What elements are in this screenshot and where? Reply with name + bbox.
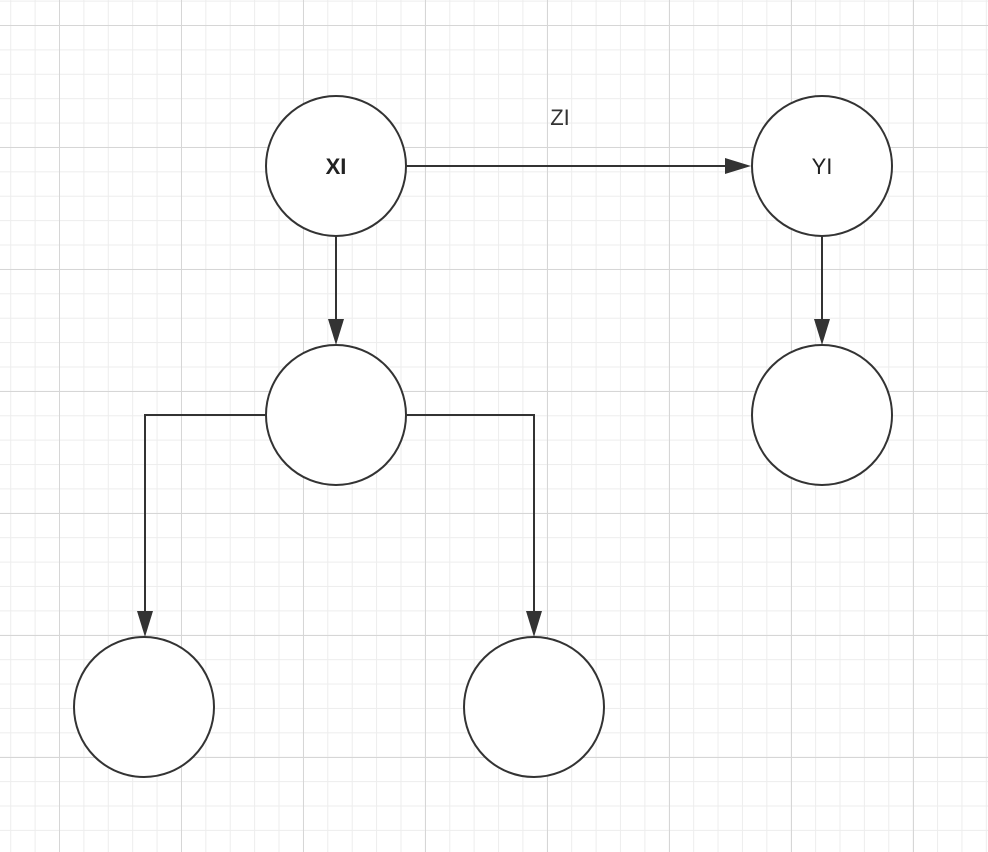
edge-xi-child[interactable] [328, 236, 344, 345]
node-xi[interactable]: XI [265, 95, 407, 237]
node-yi[interactable]: YI [751, 95, 893, 237]
edge-child-left-leaf-arrowhead [137, 611, 153, 637]
node-yi-circle [751, 95, 893, 237]
edge-child-right-leaf[interactable] [406, 414, 542, 637]
edge-yi-child[interactable] [814, 236, 830, 345]
edge-xi-child-arrowhead [328, 319, 344, 345]
edge-child-left-leaf-line [144, 414, 266, 616]
node-child[interactable] [265, 344, 407, 486]
node-right-leaf-circle [463, 636, 605, 778]
node-xi-label: XI [326, 154, 347, 179]
edge-child-right-leaf-arrowhead [526, 611, 542, 637]
node-xi-circle [265, 95, 407, 237]
node-yi-child-circle [751, 344, 893, 486]
edge-xi-yi[interactable]: ZI [406, 105, 751, 174]
nodes: XI YI [73, 95, 893, 778]
node-child-circle [265, 344, 407, 486]
edge-yi-child-arrowhead [814, 319, 830, 345]
node-left-leaf[interactable] [73, 636, 215, 778]
edge-label-zi[interactable]: ZI [550, 105, 570, 130]
edge-child-right-leaf-line [406, 414, 535, 616]
node-left-leaf-circle [73, 636, 215, 778]
edges: ZI [137, 105, 830, 637]
node-yi-label: YI [812, 154, 833, 179]
edge-xi-yi-arrowhead [725, 158, 751, 174]
node-right-leaf[interactable] [463, 636, 605, 778]
edge-child-left-leaf[interactable] [137, 414, 266, 637]
node-yi-child[interactable] [751, 344, 893, 486]
